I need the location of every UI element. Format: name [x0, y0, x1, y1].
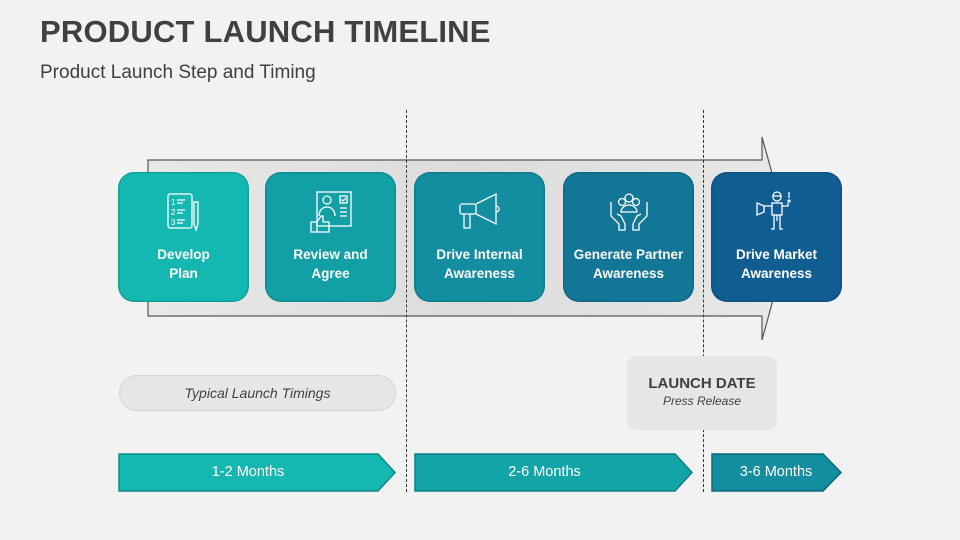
launch-date-subtitle: Press Release: [662, 394, 742, 408]
phase-divider-2: [703, 110, 704, 492]
person-megaphone-icon: [755, 191, 791, 230]
chevron-arrow-shape: [414, 453, 694, 492]
timing-label: 1-2 Months: [211, 464, 285, 480]
phase-divider-1: [406, 110, 407, 492]
timing-arrow-3: 3-6 Months: [711, 453, 843, 492]
chevron-arrow-shape: [711, 453, 843, 492]
timing-arrow-1: 1-2 Months: [118, 453, 397, 492]
page-subtitle: Product Launch Step and Timing: [40, 62, 316, 83]
thumbs-up-review-icon: [309, 191, 352, 233]
numbered-list-pen-icon: 1 2 3: [166, 193, 199, 233]
hands-group-icon: [609, 193, 648, 231]
timing-label: 3-6 Months: [739, 464, 813, 480]
typical-launch-timings-label: Typical Launch Timings: [119, 375, 396, 411]
launch-date-callout: LAUNCH DATE Press Release: [627, 356, 777, 430]
megaphone-icon: [458, 192, 500, 229]
chevron-arrow-shape: [118, 453, 397, 492]
svg-text:3: 3: [171, 218, 176, 227]
page-title: PRODUCT LAUNCH TIMELINE: [40, 14, 491, 49]
timing-arrow-2: 2-6 Months: [414, 453, 694, 492]
svg-text:1: 1: [171, 198, 176, 207]
svg-text:2: 2: [171, 208, 176, 217]
launch-date-title: LAUNCH DATE: [648, 375, 756, 392]
timing-label: 2-6 Months: [508, 464, 581, 480]
